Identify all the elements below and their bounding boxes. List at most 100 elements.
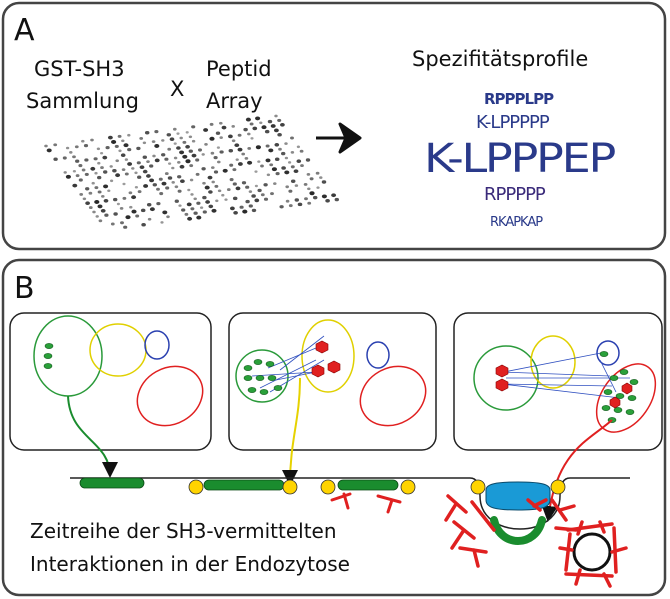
array-spot (185, 144, 190, 149)
array-spot (156, 187, 160, 191)
array-spot (111, 140, 117, 144)
array-spot (219, 136, 223, 139)
array-spot (123, 225, 128, 229)
array-spot (88, 191, 93, 195)
array-spot (201, 167, 206, 171)
array-spot (228, 149, 234, 153)
array-spot (211, 208, 217, 213)
array-spot (166, 133, 172, 137)
array-spot (233, 211, 238, 215)
array-spot (143, 184, 149, 188)
array-spot (100, 166, 104, 170)
caption-line2: Interaktionen in der Endozytose (30, 552, 350, 576)
array-spot (164, 172, 169, 176)
array-spot (119, 207, 124, 210)
array-spot (65, 174, 71, 179)
array-spot (188, 149, 193, 153)
flow-arrow (316, 122, 362, 154)
array-spot (156, 201, 161, 206)
array-spot (271, 167, 277, 172)
array-spot (121, 168, 126, 172)
array-spot (124, 172, 129, 176)
array-spot (65, 146, 70, 150)
array-spot (74, 145, 79, 149)
array-spot (137, 175, 142, 179)
array-spot (237, 162, 243, 166)
array-spot (139, 136, 144, 140)
array-spot (134, 185, 138, 189)
array-spot (237, 133, 242, 137)
array-spot (247, 146, 252, 150)
array-spot (179, 150, 185, 155)
array-spot (171, 166, 175, 170)
array-spot (193, 211, 198, 215)
array-spot (94, 171, 98, 175)
array-spot (248, 190, 253, 193)
array-spot (197, 148, 203, 152)
array-spot (94, 200, 100, 204)
array-spot (257, 160, 261, 163)
timepoint-3-complex (320, 479, 416, 514)
array-spot (160, 221, 164, 224)
array-spot (137, 190, 142, 194)
array-spot (149, 164, 154, 168)
array-spot (171, 181, 175, 184)
array-spot (247, 160, 253, 165)
array-spot (202, 181, 206, 185)
array-spot (142, 155, 148, 159)
array-spot (280, 122, 285, 127)
array-spot (158, 177, 163, 181)
array-spot (284, 156, 289, 160)
array-spot (182, 154, 188, 159)
array-spot (303, 182, 308, 186)
array-spot (182, 140, 187, 144)
array-spot (205, 200, 210, 204)
array-spot (90, 166, 96, 171)
network-box-late (453, 312, 663, 451)
array-spot (288, 204, 293, 208)
array-spot (136, 146, 141, 151)
array-spot (166, 215, 170, 219)
array-spot (178, 204, 182, 207)
array-spot (261, 125, 267, 130)
array-spot (296, 159, 302, 163)
array-spot (90, 138, 94, 142)
array-spot (189, 178, 194, 182)
array-spot (78, 164, 83, 168)
array-spot (110, 222, 115, 226)
array-spot (234, 143, 240, 148)
array-spot (231, 139, 236, 143)
array-spot (270, 124, 276, 128)
array-spot (255, 116, 261, 121)
array-spot (46, 148, 52, 153)
array-spot (72, 169, 76, 173)
array-spot (177, 189, 182, 193)
array-spot (44, 144, 48, 148)
array-spot (290, 165, 295, 169)
array-spot (219, 150, 224, 154)
array-spot (285, 185, 290, 189)
array-spot (53, 157, 58, 161)
array-spot (174, 185, 179, 189)
array-spot (251, 194, 256, 198)
array-spot (274, 157, 280, 161)
timepoint-2-complex (188, 479, 298, 495)
array-spot (251, 208, 257, 213)
array-spot (293, 169, 299, 174)
array-spot (123, 143, 129, 148)
array-spot (255, 145, 261, 150)
array-spot (269, 163, 274, 167)
array-spot (189, 164, 194, 168)
array-spot (216, 146, 220, 149)
array-spot (140, 208, 146, 213)
array-spot (224, 198, 228, 201)
array-spot (281, 166, 286, 170)
array-spot (193, 197, 197, 201)
array-spot (248, 204, 253, 208)
array-spot (270, 192, 274, 196)
array-spot (309, 191, 315, 196)
array-spot (151, 140, 156, 143)
array-spot (290, 151, 295, 154)
array-spot (88, 206, 93, 210)
array-spot (181, 208, 186, 212)
